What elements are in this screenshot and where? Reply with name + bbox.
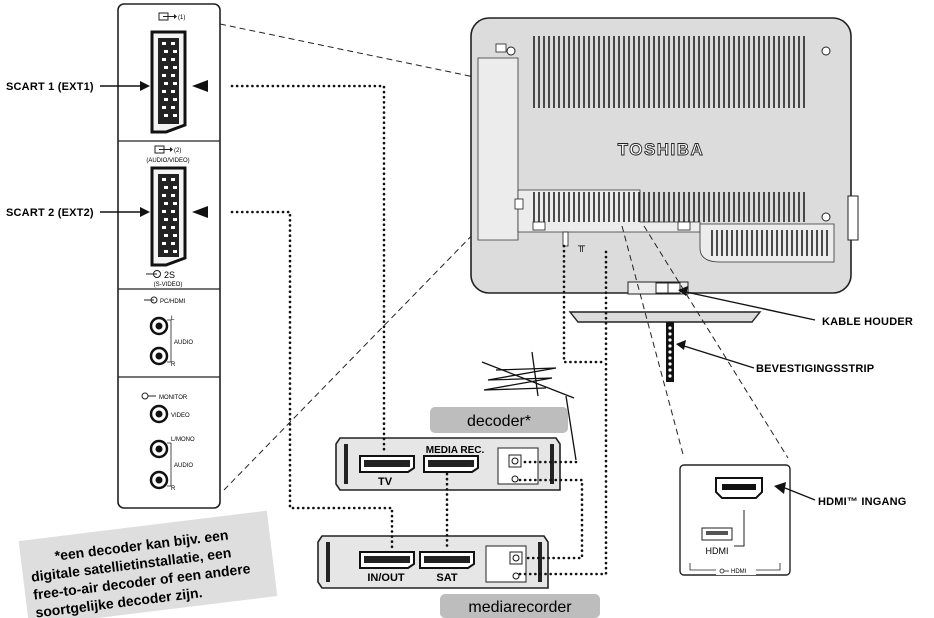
antenna-icon [481, 351, 577, 461]
tv-back: TOSHIBA ╥ [470, 17, 859, 323]
arrow-left-icon [774, 482, 786, 494]
footnote: *een decoder kan bijv. een digitale sate… [18, 510, 278, 618]
scart2-label: SCART 2 (EXT2) [6, 207, 94, 219]
audio-l-label: L [171, 316, 175, 322]
audio-label: AUDIO [174, 340, 193, 346]
recorder-sat-label: SAT [436, 572, 457, 584]
cables [230, 84, 608, 576]
port1-label: (1) [178, 15, 185, 21]
hdmi-port-label: HDMI [706, 546, 729, 556]
decoder-device: decoder* TV MEDIA REC. [335, 407, 568, 491]
port2s-label: 2S [164, 270, 175, 280]
audio-jack-lmono[interactable] [149, 439, 169, 459]
recorder-inout-scart[interactable] [359, 551, 415, 569]
video-jack[interactable] [149, 404, 169, 424]
hdmi-port[interactable] [715, 477, 763, 499]
audio2-label: AUDIO [174, 463, 193, 469]
video-label: VIDEO [171, 413, 190, 419]
hdmi-bottom-label: HDMI [731, 569, 747, 575]
recorder-inout-label: IN/OUT [367, 572, 405, 584]
monitor-label: MONITOR [159, 395, 188, 401]
recorder-sat-scart[interactable] [419, 551, 475, 569]
arrow-left-icon [192, 206, 208, 218]
decoder-media-rec-scart[interactable] [423, 455, 479, 473]
arrow-right-icon [140, 81, 150, 91]
monitor-output-icon [141, 392, 156, 400]
kable-houder-label: KABLE HOUDER [822, 316, 913, 328]
hdmi-input-icon [719, 568, 729, 574]
toshiba-logo: TOSHIBA [618, 140, 705, 159]
audio-r-label: R [171, 362, 176, 368]
connector-glyph: ╥ [577, 241, 586, 252]
side-panel: (1) (2) (AUDIO/VIDEO) 2S (S-VIDEO) [117, 3, 221, 509]
recorder-rf-out[interactable] [512, 572, 520, 580]
pc-hdmi-label: PC/HDMI [160, 299, 186, 305]
audio-jack-r[interactable] [149, 346, 169, 366]
decoder-tv-label: TV [378, 476, 393, 488]
decoder-rf-in[interactable] [508, 454, 522, 468]
arrow-left-icon [676, 340, 686, 350]
hdmi-panel: HDMI HDMI [679, 464, 791, 576]
mediarecorder-device: IN/OUT SAT mediarecorder [317, 535, 600, 618]
svideo-input-icon [146, 270, 161, 278]
decoder-title: decoder* [467, 413, 531, 430]
r2-label: R [171, 486, 176, 492]
cable-strip [666, 322, 674, 382]
decoder-rf-out[interactable] [511, 475, 519, 483]
pc-hdmi-input-icon [144, 296, 158, 304]
decoder-media-rec-label: MEDIA REC. [426, 445, 485, 456]
audio-jack-l[interactable] [149, 316, 169, 336]
scart-connector-1[interactable] [150, 30, 187, 134]
recorder-rf-in[interactable] [509, 551, 523, 565]
scart-input-icon-1 [158, 12, 177, 21]
arrow-left-icon [192, 80, 208, 92]
decoder-tv-scart[interactable] [359, 455, 415, 473]
scart-connector-2[interactable] [150, 166, 187, 267]
mediarecorder-title: mediarecorder [468, 599, 572, 616]
arrow-right-icon [140, 207, 150, 217]
arrow-left-icon [678, 286, 688, 296]
bevestigingsstrip-label: BEVESTIGINGSSTRIP [756, 363, 874, 375]
port2s-sub-label: (S-VIDEO) [154, 282, 183, 288]
lmono-label: L/MONO [171, 437, 195, 443]
port2-sub-label: (AUDIO/VIDEO) [146, 158, 189, 164]
port2-label: (2) [174, 148, 181, 154]
audio-jack-r2[interactable] [149, 470, 169, 490]
hdmi-ingang-label: HDMI™ INGANG [818, 496, 907, 508]
scart-input-icon-2 [154, 145, 173, 154]
scart1-label: SCART 1 (EXT1) [6, 81, 94, 93]
